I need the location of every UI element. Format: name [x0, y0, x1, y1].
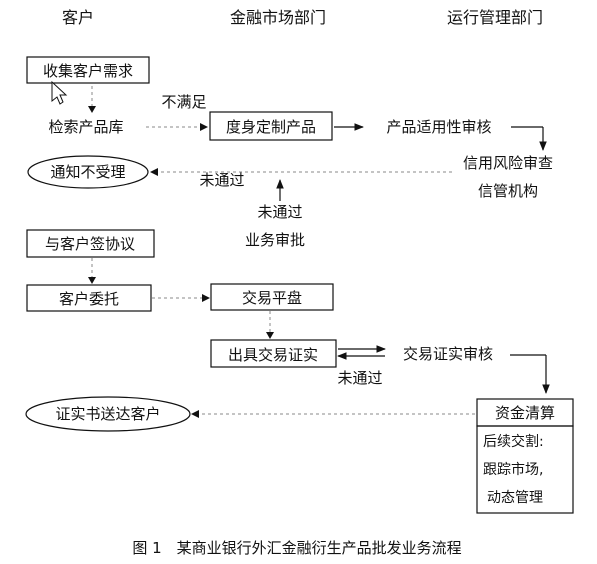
- search-product-label: 检索产品库: [48, 118, 123, 136]
- not-satisfied-label: 不满足: [161, 93, 206, 111]
- notify-reject-ellipse: [27, 155, 149, 189]
- clearing-to-deliver-arrowhead: [191, 410, 199, 418]
- order-to-trade-arrowhead: [202, 294, 210, 302]
- search-to-custom-arrowhead: [200, 123, 208, 131]
- followup-label-1: 后续交割:: [483, 433, 544, 450]
- credit-risk-label: 信用风险审查: [463, 154, 553, 172]
- sign-agreement-label: 与客户签协议: [45, 235, 135, 253]
- trade-to-issue-arrowhead: [266, 332, 274, 339]
- issue-confirm-label: 出具交易证实: [228, 346, 318, 364]
- not-passed-label-1: 未通过: [199, 171, 244, 189]
- deliver-confirm-label: 证实书送达客户: [55, 405, 160, 423]
- notify-reject-label: 通知不受理: [50, 163, 125, 181]
- trade-desk-label: 交易平盘: [242, 289, 302, 307]
- not-passed-label-2: 未通过: [257, 203, 302, 221]
- business-approval-label: 业务审批: [245, 231, 305, 249]
- custom-product-label: 度身定制产品: [226, 118, 316, 136]
- custom-product-box: [209, 111, 333, 141]
- followup-box: [476, 425, 574, 514]
- suitability-review-label: 产品适用性审核: [386, 118, 491, 136]
- figure-caption: 图 1 某商业银行外汇金融衍生产品批发业务流程: [132, 539, 461, 557]
- customer-order-box: [26, 284, 152, 312]
- credit-mgmt-label: 信管机构: [478, 182, 538, 200]
- customer-order-label: 客户委托: [59, 290, 119, 308]
- column-header-market: 金融市场部门: [230, 8, 326, 27]
- column-header-customer: 客户: [62, 8, 94, 27]
- deliver-confirm-ellipse: [25, 396, 191, 432]
- followup-label-2: 跟踪市场,: [483, 461, 543, 478]
- sign-agreement-box: [26, 229, 155, 258]
- sign-to-order-arrowhead: [88, 277, 96, 284]
- credit-to-reject-arrowhead: [150, 168, 158, 176]
- column-header-operations: 运行管理部门: [447, 8, 543, 27]
- fund-clearing-label: 资金清算: [495, 404, 555, 422]
- needs-to-search-arrowhead: [88, 106, 96, 113]
- followup-label-3: 动态管理: [487, 490, 543, 506]
- collect-needs-label: 收集客户需求: [43, 62, 133, 80]
- confirm-review-label: 交易证实审核: [403, 345, 493, 363]
- trade-desk-box: [210, 283, 334, 311]
- not-passed-label-3: 未通过: [337, 369, 382, 387]
- mouse-cursor-icon: [51, 80, 68, 105]
- issue-confirm-box: [210, 339, 337, 368]
- collect-needs-box: [26, 56, 150, 84]
